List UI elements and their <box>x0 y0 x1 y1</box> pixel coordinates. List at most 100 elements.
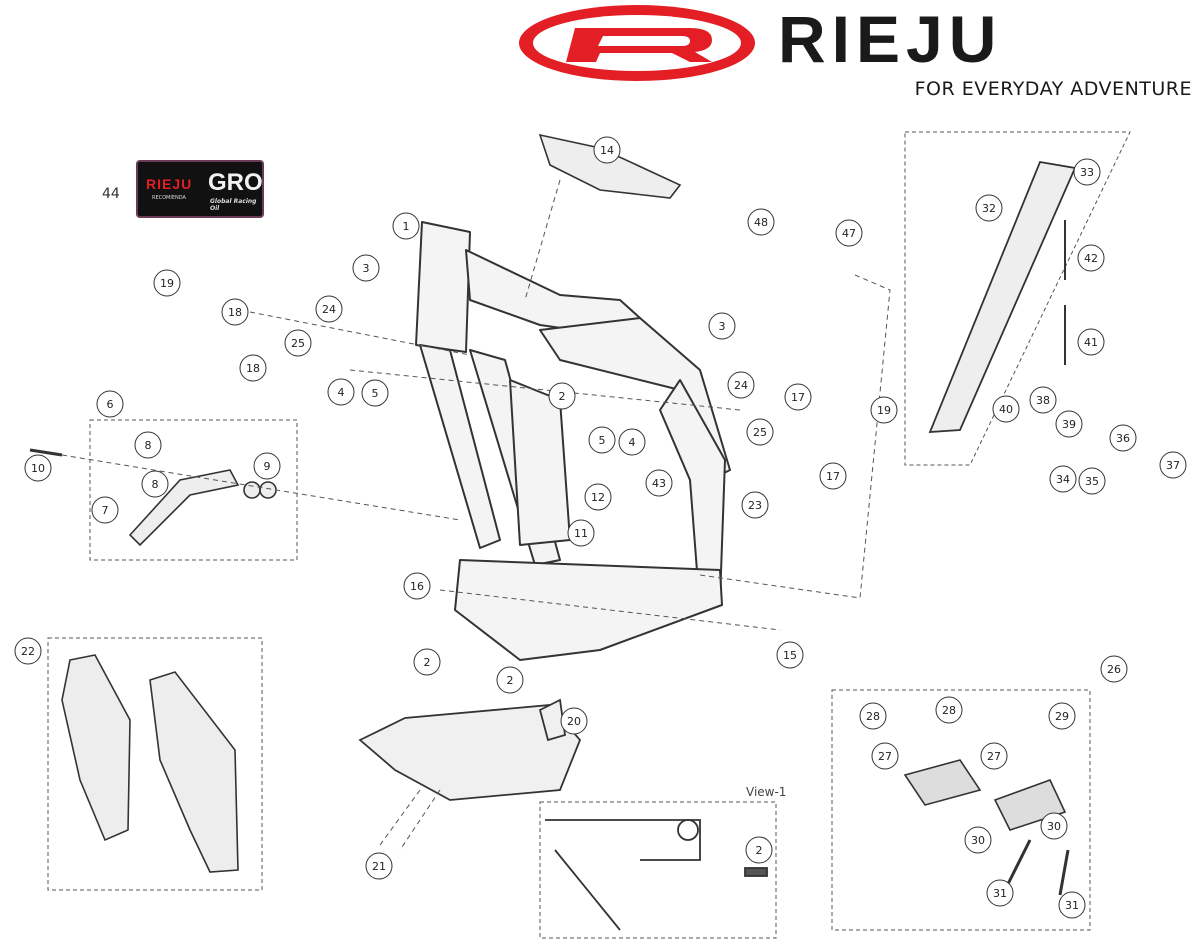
callout-number: 12 <box>591 491 605 504</box>
callout-circle <box>1109 424 1137 452</box>
leader-21b <box>399 789 441 851</box>
callout-circle <box>315 295 343 323</box>
callout-c1: 1 <box>392 212 420 240</box>
callout-c19b: 19 <box>870 396 898 424</box>
callout-c25b: 25 <box>746 418 774 446</box>
callout-number: 9 <box>264 460 271 473</box>
view-1-clip <box>744 867 768 877</box>
callout-circle <box>992 395 1020 423</box>
callout-circle <box>14 637 42 665</box>
view-1-inset <box>545 819 768 931</box>
callout-number: 17 <box>826 470 840 483</box>
callout-44: 44 <box>102 186 120 202</box>
leader-47 <box>699 274 891 599</box>
callout-circle <box>776 641 804 669</box>
callout-circle <box>496 666 524 694</box>
brake-pedal-parts <box>29 448 277 547</box>
callout-number: 28 <box>942 704 956 717</box>
callout-circle <box>784 383 812 411</box>
callout-c10: 10 <box>24 454 52 482</box>
callout-number: 24 <box>322 303 336 316</box>
callout-c31a: 31 <box>986 879 1014 907</box>
group-box-frame-guards <box>47 637 263 891</box>
callout-number: 18 <box>246 362 260 375</box>
callout-c18a: 18 <box>221 298 249 326</box>
callout-number: 48 <box>754 216 768 229</box>
callout-c25a: 25 <box>284 329 312 357</box>
callout-c43: 43 <box>645 469 673 497</box>
callout-number: 2 <box>507 674 514 687</box>
callout-c36: 36 <box>1109 424 1137 452</box>
callout-number: 41 <box>1084 336 1098 349</box>
callout-number: 3 <box>363 262 370 275</box>
pivot-bushing-b <box>259 481 277 499</box>
callout-c40: 40 <box>992 395 1020 423</box>
callout-circle <box>284 329 312 357</box>
callout-circle <box>1077 244 1105 272</box>
callout-c19a: 19 <box>153 269 181 297</box>
callout-number: 30 <box>971 834 985 847</box>
callout-number: 18 <box>228 306 242 319</box>
callout-number: 36 <box>1116 432 1130 445</box>
callout-number: 25 <box>291 337 305 350</box>
callout-c16: 16 <box>403 572 431 600</box>
callout-circle <box>741 491 769 519</box>
callout-c37: 37 <box>1159 451 1187 479</box>
leader-18-24 <box>249 311 471 356</box>
callout-circle <box>327 378 355 406</box>
frame-downtube-left <box>419 344 501 549</box>
oil-badge-brand: RIEJU <box>146 176 193 192</box>
callout-circle <box>859 702 887 730</box>
callout-circle <box>548 382 576 410</box>
callout-circle <box>352 254 380 282</box>
leader-4-5 <box>349 369 741 411</box>
callout-number: 14 <box>600 144 614 157</box>
callout-c11: 11 <box>567 519 595 547</box>
callout-circle <box>645 469 673 497</box>
callout-number: 33 <box>1080 166 1094 179</box>
callout-number: 3 <box>719 320 726 333</box>
callout-number: 39 <box>1062 418 1076 431</box>
callout-number: 29 <box>1055 710 1069 723</box>
oil-badge: RIEJU RECOMIENDA GRO Global Racing Oil <box>136 160 264 218</box>
callout-number: 6 <box>107 398 114 411</box>
callout-c27a: 27 <box>871 742 899 770</box>
leader-lines <box>61 179 891 851</box>
callout-circle <box>871 742 899 770</box>
callout-number: 8 <box>152 478 159 491</box>
group-box-footpegs <box>831 689 1091 931</box>
callout-circle <box>365 852 393 880</box>
callout-c2c: 2 <box>496 666 524 694</box>
callout-circle <box>24 454 52 482</box>
callout-c2b: 2 <box>413 648 441 676</box>
callout-c27b: 27 <box>980 742 1008 770</box>
callout-c7: 7 <box>91 496 119 524</box>
callout-c17b: 17 <box>819 462 847 490</box>
callout-number: 10 <box>31 462 45 475</box>
callout-c12: 12 <box>584 483 612 511</box>
callout-c41: 41 <box>1077 328 1105 356</box>
pivot-bolt <box>29 448 63 457</box>
callout-circle <box>1040 812 1068 840</box>
callout-number: 7 <box>102 504 109 517</box>
callout-circle <box>392 212 420 240</box>
callout-circle <box>588 426 616 454</box>
callout-number: 17 <box>791 391 805 404</box>
callout-c18b: 18 <box>239 354 267 382</box>
skid-plate-body <box>358 704 582 801</box>
side-stand-leg <box>928 160 1077 433</box>
callout-number: 31 <box>1065 899 1079 912</box>
leader-16 <box>439 589 781 631</box>
brand-logo <box>519 5 755 81</box>
callout-circle <box>986 879 1014 907</box>
frame-guards <box>61 654 239 873</box>
callout-circle <box>239 354 267 382</box>
callout-number: 2 <box>559 390 566 403</box>
callout-number: 8 <box>145 439 152 452</box>
group-box-view-1 <box>539 801 777 939</box>
callout-circle <box>1048 702 1076 730</box>
callout-circle <box>584 483 612 511</box>
callout-circle <box>91 496 119 524</box>
callout-c28a: 28 <box>859 702 887 730</box>
group-box-brake-pedal <box>89 419 298 561</box>
